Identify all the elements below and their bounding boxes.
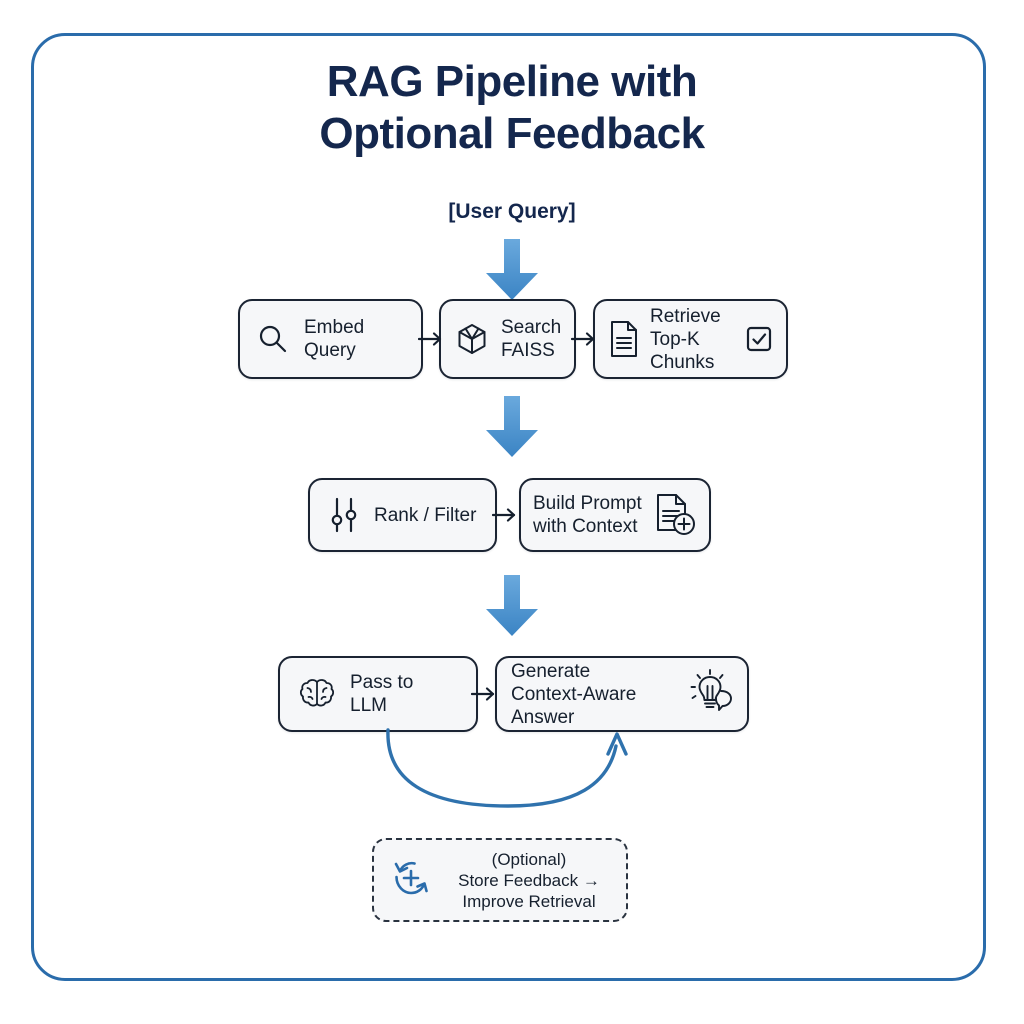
document-icon xyxy=(608,320,640,358)
lightbulb-chat-icon xyxy=(681,669,733,719)
magnifier-icon xyxy=(256,322,290,356)
node-label: Build Prompt with Context xyxy=(533,493,642,537)
inline-arrow-icon-4 xyxy=(471,684,499,704)
feedback-label: (Optional) Store Feedback → Improve Retr… xyxy=(458,849,600,911)
refresh-plus-icon xyxy=(388,855,434,906)
outer-frame-border xyxy=(31,33,986,981)
cube-icon xyxy=(455,322,489,356)
down-arrow-icon-2 xyxy=(484,396,540,458)
document-plus-icon xyxy=(653,492,697,538)
node-label: Retrieve Top-K Chunks xyxy=(650,305,721,373)
down-arrow-icon-3 xyxy=(484,575,540,637)
node-rank-filter[interactable]: Rank / Filter xyxy=(308,478,497,552)
feedback-loop-arrow-icon xyxy=(380,726,650,838)
node-optional-feedback[interactable]: (Optional) Store Feedback → Improve Retr… xyxy=(372,838,628,922)
node-label: Pass to LLM xyxy=(350,672,414,716)
node-label: Embed Query xyxy=(304,317,365,361)
sliders-icon xyxy=(328,497,360,533)
node-build-prompt[interactable]: Build Prompt with Context xyxy=(519,478,711,552)
brain-icon xyxy=(298,677,336,711)
node-label: Search FAISS xyxy=(501,317,562,361)
title-line-1: RAG Pipeline with xyxy=(326,57,698,106)
checkbox-icon xyxy=(745,325,773,353)
node-embed-query[interactable]: Embed Query xyxy=(238,299,423,379)
entry-label-user-query: [User Query] xyxy=(448,200,576,223)
down-arrow-icon-1 xyxy=(484,239,540,301)
inline-arrow-icon-3 xyxy=(492,505,520,525)
title-line-2: Optional Feedback xyxy=(319,109,705,158)
inline-arrow-icon-2 xyxy=(571,329,599,349)
node-search-faiss[interactable]: Search FAISS xyxy=(439,299,576,379)
node-label: Rank / Filter xyxy=(374,504,477,526)
page-title: RAG Pipeline with Optional Feedback xyxy=(0,56,1024,160)
node-generate-answer[interactable]: Generate Context-Aware Answer xyxy=(495,656,749,732)
node-label: Generate Context-Aware Answer xyxy=(511,660,637,728)
inline-arrow-icon-1 xyxy=(418,329,446,349)
node-pass-to-llm[interactable]: Pass to LLM xyxy=(278,656,478,732)
node-retrieve-topk[interactable]: Retrieve Top-K Chunks xyxy=(593,299,788,379)
